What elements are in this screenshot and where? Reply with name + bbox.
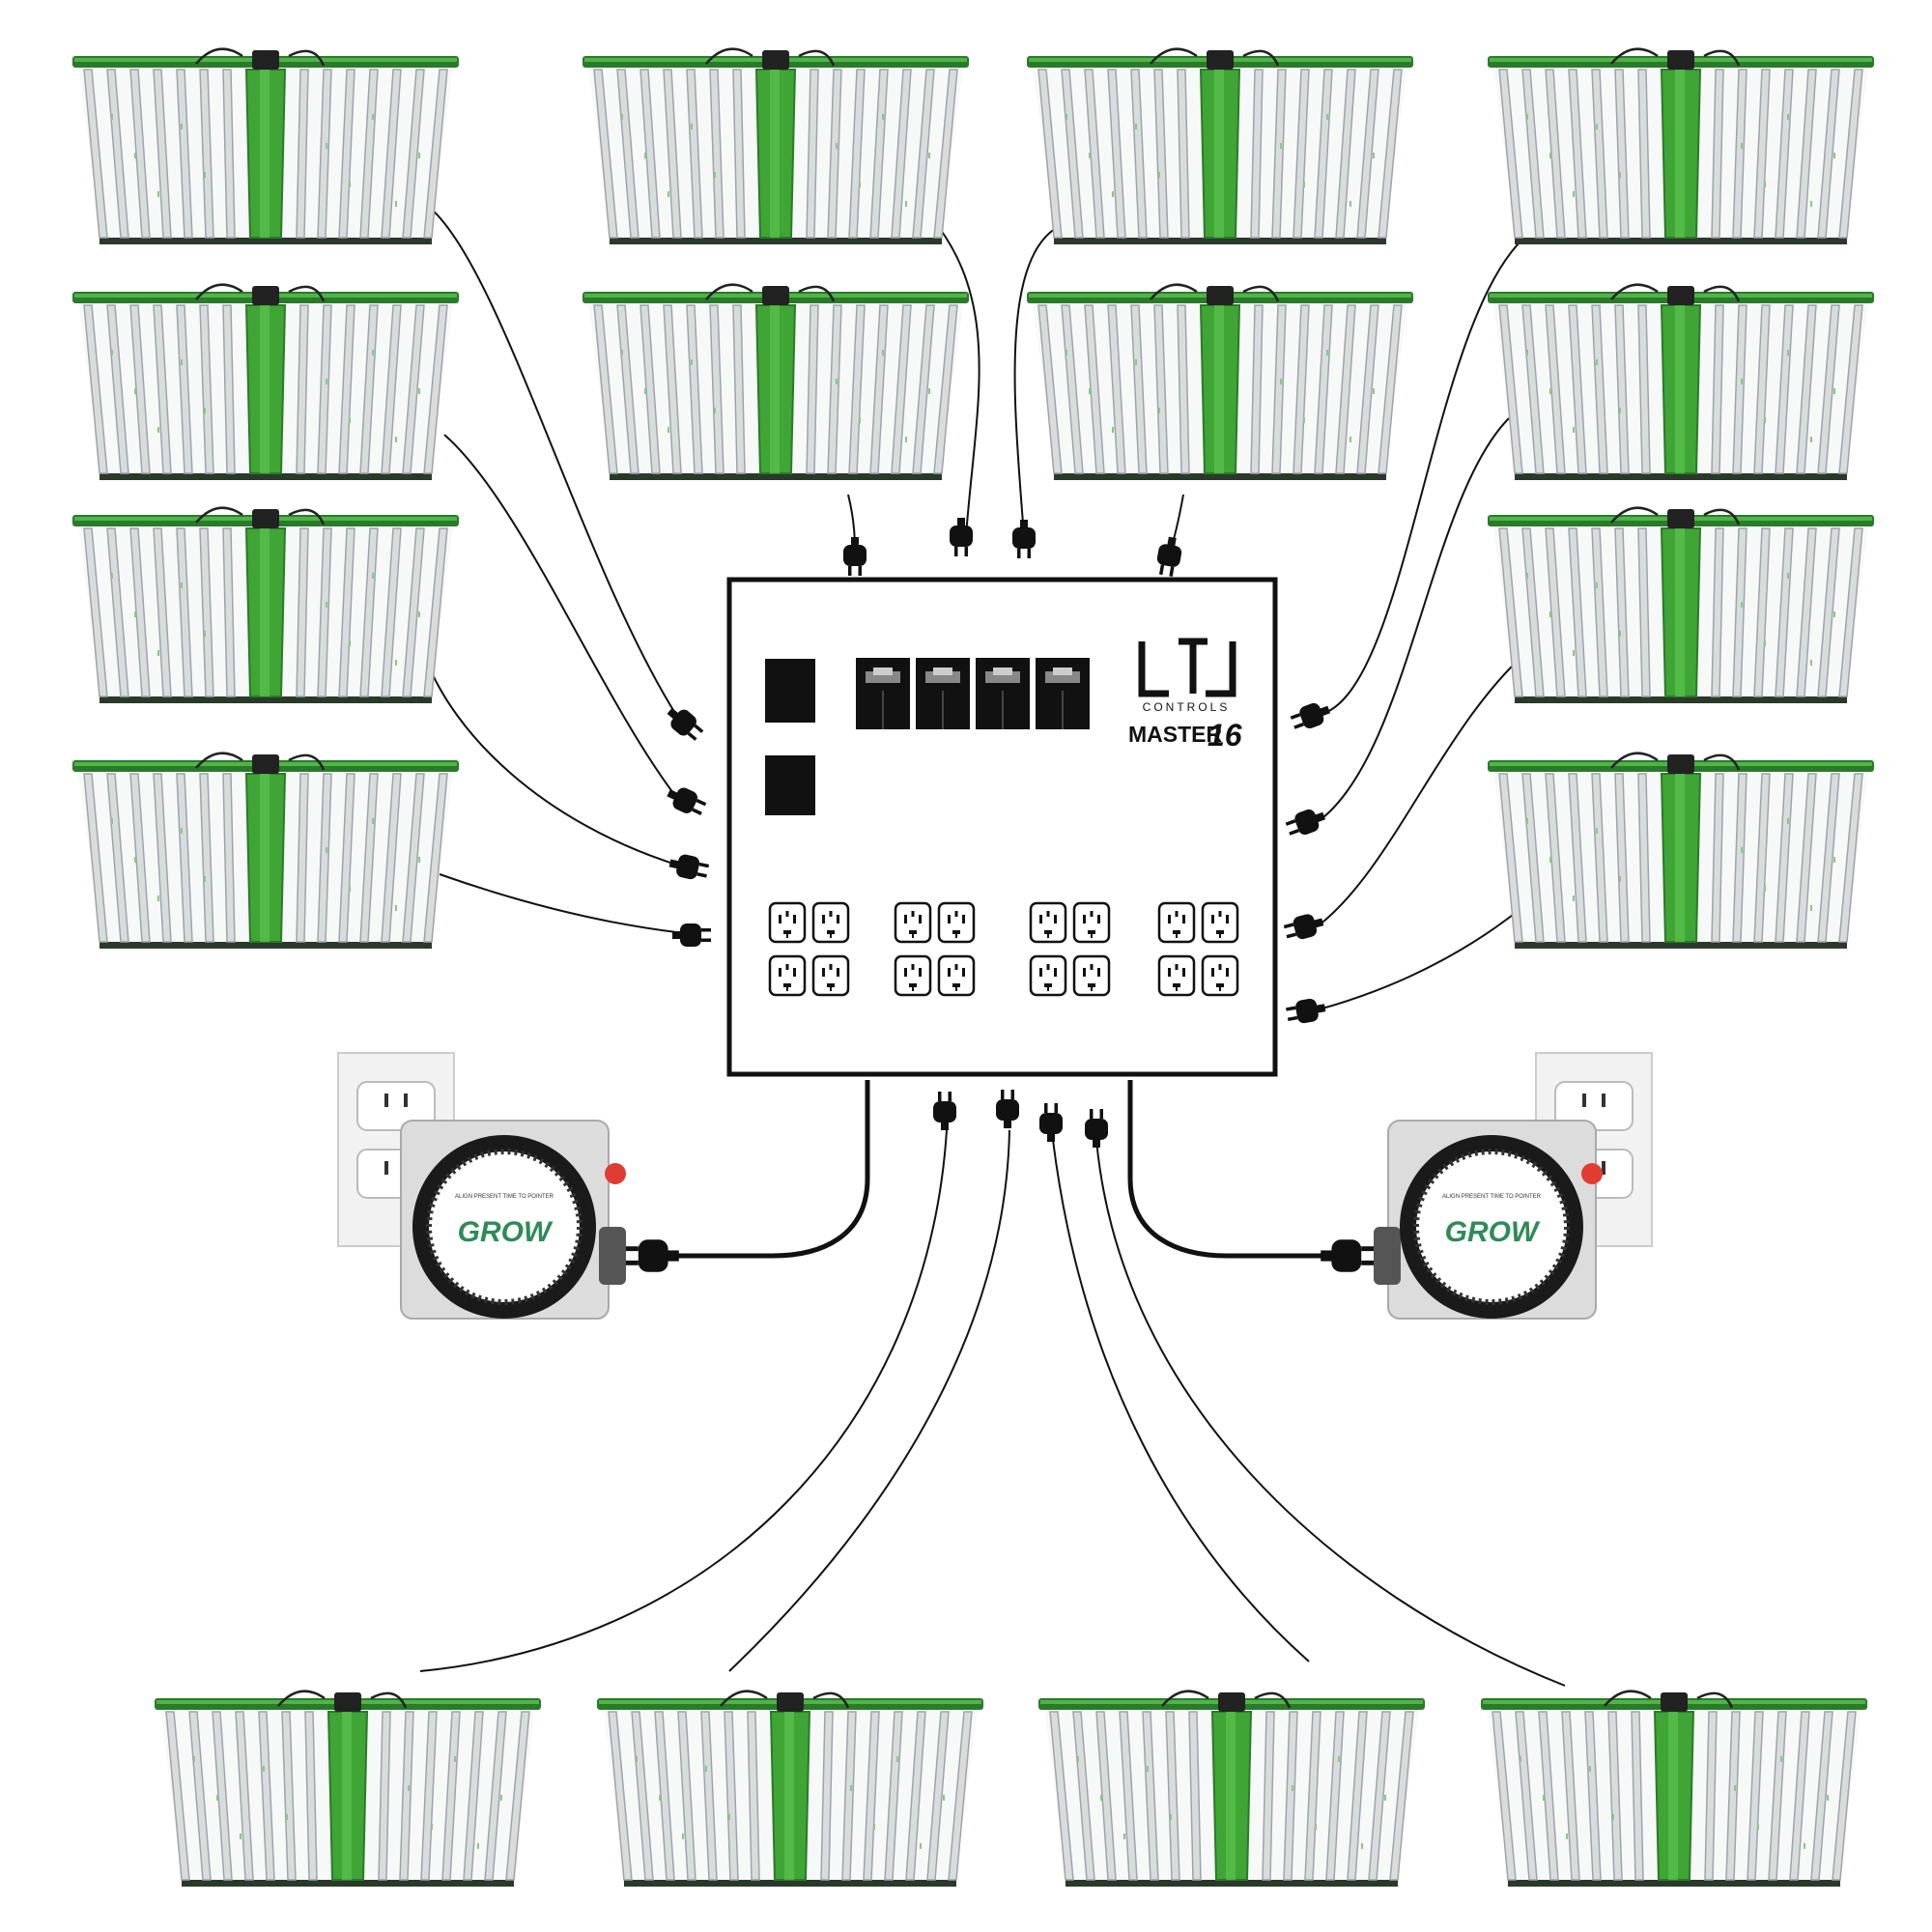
grow-light xyxy=(71,47,461,246)
outlet xyxy=(1072,901,1111,944)
cable-left-4 xyxy=(439,873,677,933)
cable-timer-right xyxy=(1127,1080,1338,1259)
relay-block xyxy=(765,659,815,723)
timer-button xyxy=(1581,1163,1603,1184)
cable-timer-left xyxy=(662,1080,870,1259)
plug-icon xyxy=(1283,805,1328,840)
outlet xyxy=(937,901,976,944)
timer-brand: GROW xyxy=(1445,1216,1541,1248)
cable-left-3 xyxy=(424,656,677,866)
timer-hint: ALIGN PRESENT TIME TO POINTER xyxy=(455,1194,554,1200)
timer-right: GROW ALIGN PRESENT TIME TO POINTER xyxy=(1374,1052,1653,1320)
grow-light xyxy=(153,1690,543,1889)
plug-icon xyxy=(667,851,711,883)
plug-icon xyxy=(1039,1103,1063,1142)
breaker xyxy=(915,657,971,730)
power-cables xyxy=(419,207,1566,1687)
plug-icon xyxy=(1154,535,1184,578)
cable-left-2 xyxy=(443,434,677,798)
cable-bottom-1 xyxy=(419,1129,948,1672)
timer-button xyxy=(605,1163,626,1184)
plug-icon xyxy=(1012,520,1036,558)
cable-bottom-4 xyxy=(1095,1139,1566,1687)
cable-right-3 xyxy=(1318,656,1522,926)
outlet xyxy=(894,954,932,997)
plug-icon xyxy=(1321,1239,1376,1272)
outlet xyxy=(768,954,807,997)
model-number: 16 xyxy=(1208,718,1242,753)
plug-icon xyxy=(1285,996,1327,1026)
grow-light xyxy=(1486,47,1876,246)
outlet xyxy=(894,901,932,944)
outlet xyxy=(811,901,850,944)
grow-light xyxy=(1486,283,1876,482)
outlet xyxy=(1072,954,1111,997)
grow-light xyxy=(595,1690,985,1889)
cable-bottom-2 xyxy=(728,1129,1010,1672)
outlet xyxy=(1029,954,1067,997)
cable-left-1 xyxy=(429,207,677,716)
plug-icon xyxy=(1085,1109,1108,1148)
cable-right-2 xyxy=(1318,414,1513,822)
outlet xyxy=(768,901,807,944)
grow-light xyxy=(581,47,971,246)
ltl-logo xyxy=(1138,638,1236,697)
breaker xyxy=(975,657,1031,730)
model-word: MASTER xyxy=(1128,722,1223,747)
plug-icon xyxy=(662,701,707,745)
plug-icon xyxy=(843,537,867,576)
timer-brand: GROW xyxy=(458,1216,554,1248)
outlet xyxy=(1157,954,1196,997)
plug-icon xyxy=(1288,698,1333,734)
grow-light xyxy=(1479,1690,1869,1889)
timer-left: GROW ALIGN PRESENT TIME TO POINTER xyxy=(337,1052,626,1320)
grow-light xyxy=(71,283,461,482)
outlet xyxy=(1201,901,1239,944)
grow-light xyxy=(1025,283,1415,482)
outlet xyxy=(1029,901,1067,944)
grow-light xyxy=(1025,47,1415,246)
breaker xyxy=(855,657,911,730)
outlet xyxy=(811,954,850,997)
grow-light xyxy=(1486,506,1876,705)
plug-icon xyxy=(996,1090,1019,1128)
cable-right-4 xyxy=(1318,907,1522,1010)
plug-icon xyxy=(672,923,711,947)
cable-bottom-3 xyxy=(1052,1139,1310,1662)
relay-block xyxy=(765,755,815,815)
breaker xyxy=(1035,657,1091,730)
grow-light xyxy=(581,283,971,482)
plug-icon xyxy=(950,518,973,556)
grow-light xyxy=(71,506,461,705)
grow-light xyxy=(71,752,461,951)
plug-icon xyxy=(933,1092,956,1130)
timer-cables xyxy=(662,1080,1338,1259)
grow-light xyxy=(1486,752,1876,951)
cable-right-1 xyxy=(1318,231,1532,716)
outlet xyxy=(1157,901,1196,944)
outlet xyxy=(937,954,976,997)
timer-hint: ALIGN PRESENT TIME TO POINTER xyxy=(1442,1194,1542,1200)
cable-top-2 xyxy=(924,210,980,537)
controller-box: CONTROLS MASTER 16 xyxy=(726,577,1278,1077)
cable-top-3 xyxy=(1013,219,1078,537)
brand-subtitle: CONTROLS xyxy=(1143,700,1231,714)
grow-light xyxy=(1037,1690,1427,1889)
plug-icon xyxy=(624,1239,679,1272)
outlet xyxy=(1201,954,1239,997)
plug-icon xyxy=(1282,910,1326,944)
